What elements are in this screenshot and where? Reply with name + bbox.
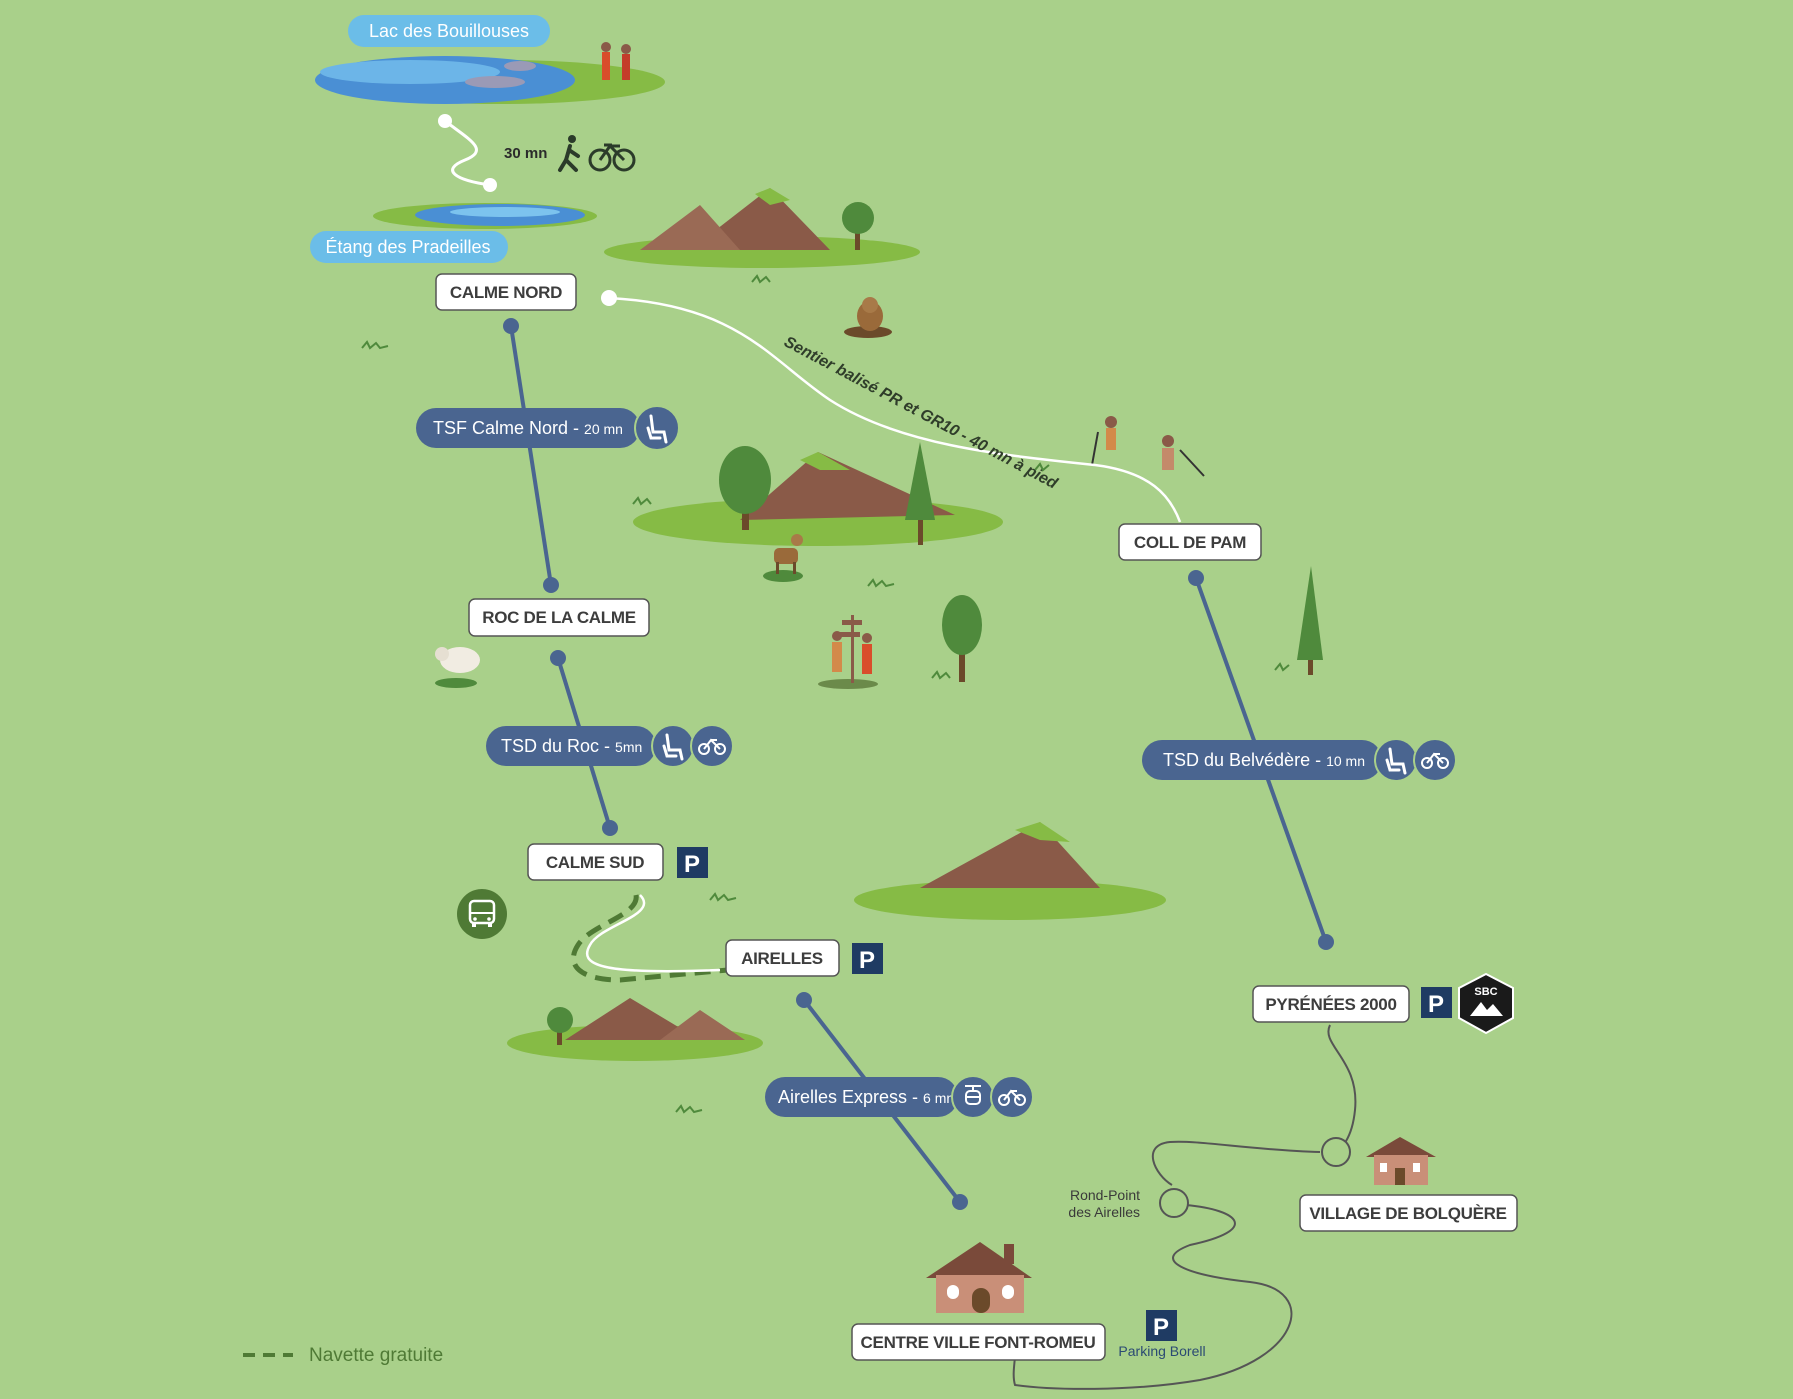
hiking-trail xyxy=(608,296,1182,523)
lac-hikers-icon xyxy=(601,42,631,80)
tree-icon xyxy=(942,595,982,682)
tsf-calme-nord-line xyxy=(509,325,553,586)
stop-village-bolquere-label: VILLAGE DE BOLQUÈRE xyxy=(1309,1204,1506,1223)
lift-tsd-belvedere[interactable]: TSD du Belvédère - 10 mn xyxy=(1142,738,1457,782)
stop-pyrenees-2000[interactable]: PYRÉNÉES 2000 xyxy=(1252,985,1410,1023)
stop-centre-ville[interactable]: CENTRE VILLE FONT-ROMEU xyxy=(851,1323,1106,1361)
chairlift-icon xyxy=(1385,747,1407,775)
lift-airelles-express[interactable]: Airelles Express - 6 mn xyxy=(765,1075,1034,1119)
deer-icon xyxy=(763,534,803,582)
grass-tufts xyxy=(361,274,1290,1114)
stop-calme-sud[interactable]: CALME SUD xyxy=(527,843,664,881)
sheep-icon xyxy=(435,647,480,688)
bike-icon xyxy=(998,1089,1026,1106)
shuttle-route xyxy=(571,894,729,983)
stop-centre-ville-label: CENTRE VILLE FONT-ROMEU xyxy=(861,1333,1096,1352)
lift-tsf-calme-nord[interactable]: TSF Calme Nord - 20 mn xyxy=(416,405,680,451)
parking-pyrenees-2000[interactable]: P xyxy=(1421,987,1452,1018)
svg-text:Airelles Express - 6 mn: Airelles Express - 6 mn xyxy=(778,1087,954,1107)
stop-calme-nord[interactable]: CALME NORD xyxy=(435,273,577,311)
legend-shuttle-label: Navette gratuite xyxy=(309,1345,443,1366)
stop-roc-de-la-calme[interactable]: ROC DE LA CALME xyxy=(468,598,650,637)
stop-pyrenees-2000-label: PYRÉNÉES 2000 xyxy=(1265,995,1396,1014)
lift-tsd-du-roc-name: TSD du Roc - xyxy=(501,736,615,756)
bike-icon xyxy=(698,738,726,755)
lakes-walk-path xyxy=(444,119,491,187)
gondola-icon xyxy=(965,1085,981,1105)
roundabout-village xyxy=(1321,1137,1351,1167)
chairlift-icon xyxy=(646,414,668,444)
etang-pradeilles-label-bg xyxy=(310,231,508,263)
parking-icon: P xyxy=(1153,1314,1169,1341)
lift-tsf-calme-nord-name: TSF Calme Nord - xyxy=(433,418,584,438)
stop-calme-nord-label: CALME NORD xyxy=(450,283,562,302)
chalet-icon xyxy=(1366,1137,1436,1185)
roundabout-label-line1: Rond-Point xyxy=(1070,1187,1140,1203)
lift-tsf-calme-nord-duration: 20 mn xyxy=(584,421,623,437)
mountain-scenery-lower-left xyxy=(507,998,763,1061)
parking-airelles[interactable]: P xyxy=(852,943,883,974)
walk-connector xyxy=(585,894,721,973)
road xyxy=(1151,1140,1321,1186)
parking-icon: P xyxy=(859,947,875,974)
walk-duration: 30 mn xyxy=(504,145,547,162)
stop-roc-de-la-calme-label: ROC DE LA CALME xyxy=(482,608,636,627)
etang-pradeilles-lake xyxy=(373,203,597,229)
stop-airelles[interactable]: AIRELLES xyxy=(725,939,840,977)
stop-calme-sud-label: CALME SUD xyxy=(546,853,644,872)
mountain-scenery-lower-right xyxy=(854,822,1166,920)
lift-tsd-du-roc[interactable]: TSD du Roc - 5mn xyxy=(486,724,734,768)
path-node xyxy=(438,114,452,128)
chairlift-icon xyxy=(662,733,684,761)
lift-tsd-du-roc-duration: 5mn xyxy=(615,739,642,755)
parking-calme-sud[interactable]: P xyxy=(677,847,708,878)
stop-airelles-label: AIRELLES xyxy=(741,949,823,968)
lift-nodes xyxy=(503,318,1334,1210)
lift-tsd-belvedere-name: TSD du Belvédère - xyxy=(1163,750,1326,770)
marmot-icon xyxy=(844,297,892,338)
town-house-icon xyxy=(926,1242,1032,1313)
trail-start-node xyxy=(601,290,617,306)
legend: Navette gratuite xyxy=(243,1345,443,1366)
walking-icon xyxy=(558,135,580,172)
parking-borell-label: Parking Borell xyxy=(1118,1343,1205,1359)
bike-icon xyxy=(1421,752,1449,769)
stop-village-bolquere[interactable]: VILLAGE DE BOLQUÈRE xyxy=(1299,1194,1518,1232)
svg-text:TSD du Roc - 5mn: TSD du Roc - 5mn xyxy=(501,736,642,756)
hikers-signpost-icon xyxy=(818,615,878,689)
sbc-logo[interactable]: SBC xyxy=(1458,972,1514,1035)
mountain-scenery-middle xyxy=(633,442,1003,546)
lac-bouillouses-label: Lac des Bouillouses xyxy=(369,21,529,41)
parking-icon: P xyxy=(1428,991,1444,1018)
roundabout-label-line2: des Airelles xyxy=(1068,1204,1140,1220)
lift-airelles-express-duration: 6 mn xyxy=(923,1090,954,1106)
lac-bouillouses-label-bg xyxy=(348,15,550,47)
road xyxy=(1327,1024,1357,1153)
bus-icon[interactable] xyxy=(457,889,507,939)
svg-text:TSF Calme Nord - 20 mn: TSF Calme Nord - 20 mn xyxy=(433,418,623,438)
svg-text:TSD du Belvédère - 10 mn: TSD du Belvédère - 10 mn xyxy=(1163,750,1365,770)
roundabout-airelles xyxy=(1159,1188,1189,1218)
parking-icon: P xyxy=(684,851,700,878)
stop-coll-de-pam[interactable]: COLL DE PAM xyxy=(1118,523,1262,561)
stop-coll-de-pam-label: COLL DE PAM xyxy=(1134,533,1246,552)
parking-borell[interactable]: P Parking Borell xyxy=(1118,1310,1206,1359)
road xyxy=(1012,1204,1293,1390)
sbc-logo-text: SBC xyxy=(1474,986,1497,998)
path-node xyxy=(483,178,497,192)
lac-bouillouses-lake xyxy=(315,56,665,104)
mountain-scenery-top xyxy=(604,188,920,268)
etang-pradeilles-label: Étang des Pradeilles xyxy=(325,237,490,257)
lift-airelles-express-name: Airelles Express - xyxy=(778,1087,923,1107)
bike-icon xyxy=(588,143,636,172)
tree-icon xyxy=(1297,566,1323,675)
lift-tsd-belvedere-duration: 10 mn xyxy=(1326,753,1365,769)
skiers-icon xyxy=(1091,416,1205,477)
